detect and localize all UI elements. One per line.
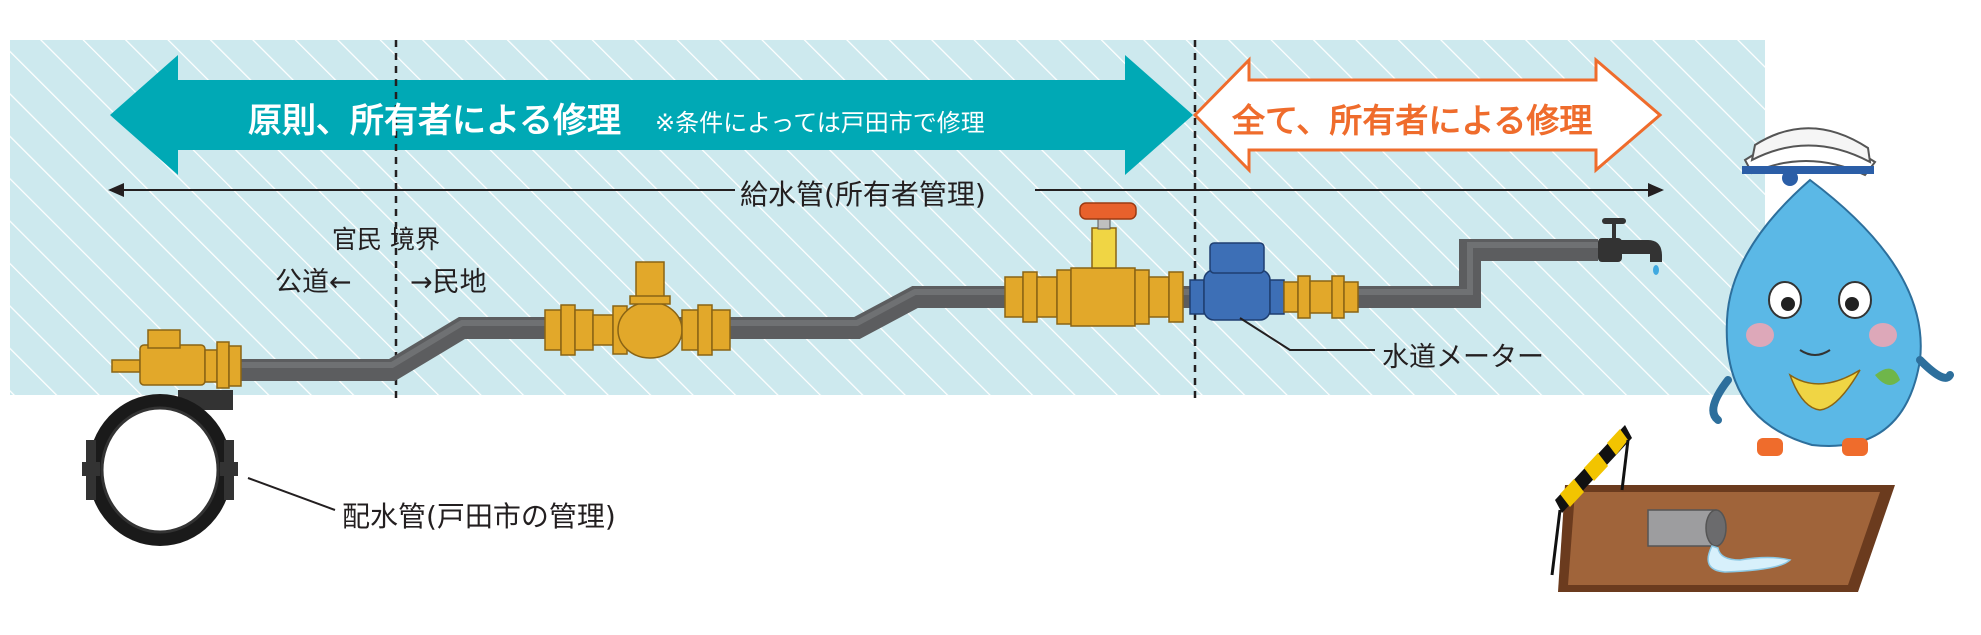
mascot-icon [1709, 127, 1954, 456]
left-arrow-note-label: ※条件によっては戸田市で修理 [655, 109, 985, 137]
private-land-label: →民地 [410, 267, 487, 298]
boundary-title-label: 官民 境界 [332, 225, 440, 254]
main-pipe-icon [82, 390, 238, 546]
construction-barrier-icon [1550, 425, 1632, 576]
supply-pipe-label: 給水管(所有者管理) [740, 178, 986, 211]
meter-fittings-icon [1283, 275, 1359, 319]
main-pipe-label: 配水管(戸田市の管理) [342, 500, 616, 533]
faucet-icon [1598, 218, 1662, 275]
public-road-label: 公道← [275, 267, 352, 298]
leaking-pipe-icon [1647, 509, 1792, 573]
stop-valve-icon [1004, 202, 1184, 327]
right-arrow-main-label: 全て、所有者による修理 [1232, 101, 1593, 140]
water-meter-label: 水道メーター [1382, 342, 1544, 373]
check-valve-icon [544, 261, 731, 359]
right-repair-arrow [1192, 56, 1663, 174]
saddle-valve-icon [111, 329, 242, 389]
left-arrow-main-label: 原則、所有者による修理 [248, 101, 621, 141]
left-repair-arrow [110, 55, 1193, 175]
construction-scene [1550, 425, 1895, 592]
supply-pipe-extent-line [108, 183, 1664, 197]
